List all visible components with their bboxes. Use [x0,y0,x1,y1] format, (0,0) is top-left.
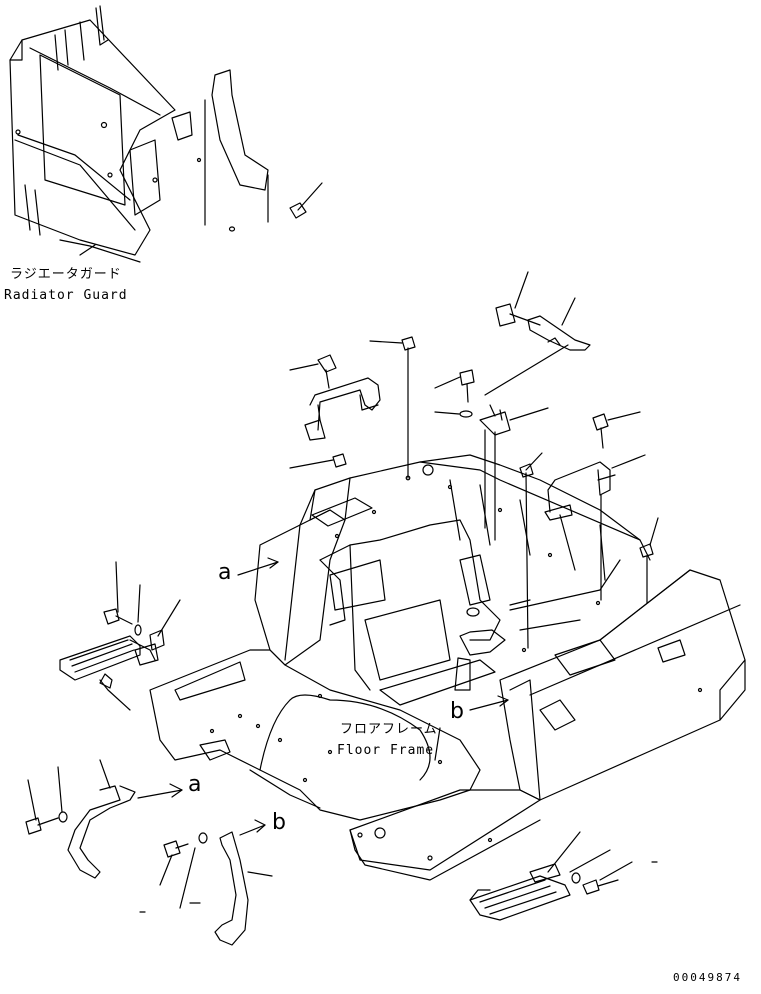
handrail-right [545,455,645,520]
radiator-guard-label-en: Radiator Guard [4,288,128,303]
nut-right [520,453,542,648]
bolt-bottom [140,833,207,912]
ref-label-a-upper: a [218,560,232,585]
ref-arrow-a-upper [238,558,278,575]
ref-label-b-lower: b [272,810,286,835]
ref-arrow-b-center [470,696,508,710]
radiator-guard-leader [80,245,95,255]
bolt-top-right [496,272,560,345]
handrail-upper-left [305,378,380,440]
floor-frame-leader [435,728,440,760]
drawing-number: 00049874 [673,971,742,984]
bolt-step-left [104,562,180,650]
handrail-lower-left [68,760,182,878]
clip-top-right [485,298,590,395]
floor-frame-label-jp: フロアフレーム [340,722,438,737]
step-right [470,832,580,920]
step-left [60,636,158,710]
nut-top-center [370,337,415,478]
floor-frame-label-en: Floor Frame [337,743,435,758]
bolt-lower-left [26,767,67,834]
bolt-right [593,412,640,600]
handrail-bottom [215,820,272,945]
bolt-center [435,370,474,417]
floor-frame [150,455,745,880]
bracket-center [480,405,548,540]
nut-upper-left [290,454,346,468]
ref-label-a-lower: a [188,772,202,797]
bolt-upper-left [290,355,336,388]
radiator-guard-label-jp: ラジエータガード [10,267,122,282]
bolt-step-right [570,850,657,894]
ref-label-b-center: b [450,699,464,724]
radiator-guard [10,6,322,262]
nut-far-right [640,518,658,603]
